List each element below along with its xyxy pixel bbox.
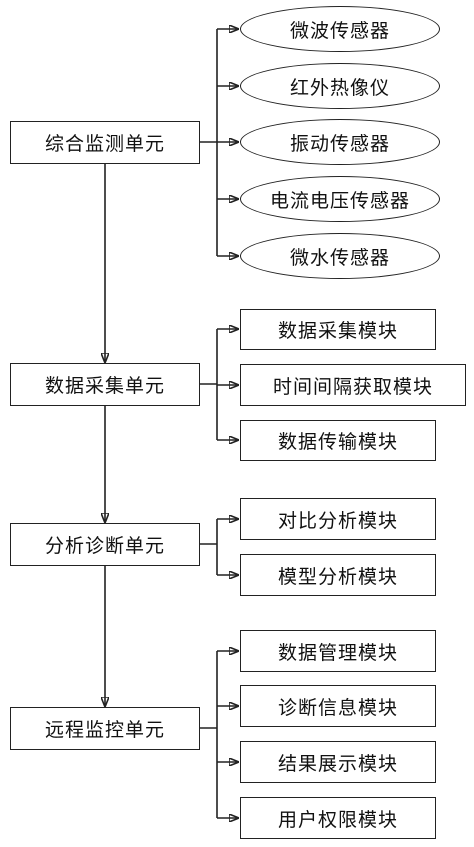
module-result-display: 结果展示模块 <box>240 741 436 783</box>
sensor-micro-water: 微水传感器 <box>240 233 440 279</box>
unit-integrated-monitoring: 综合监测单元 <box>10 121 200 164</box>
sensor-vibration: 振动传感器 <box>240 119 440 165</box>
module-user-permission: 用户权限模块 <box>240 797 436 839</box>
sensor-infrared-imager: 红外热像仪 <box>240 63 440 109</box>
module-comparative-analysis: 对比分析模块 <box>240 498 436 540</box>
module-time-interval: 时间间隔获取模块 <box>240 364 466 406</box>
sensor-microwave: 微波传感器 <box>240 6 440 52</box>
sensor-current-voltage: 电流电压传感器 <box>240 176 440 222</box>
module-data-collection: 数据采集模块 <box>240 309 436 350</box>
unit-remote-monitoring: 远程监控单元 <box>10 707 200 750</box>
unit-data-acquisition: 数据采集单元 <box>10 363 200 406</box>
module-data-transmission: 数据传输模块 <box>240 420 436 461</box>
module-diagnosis-info: 诊断信息模块 <box>240 685 436 727</box>
unit-analysis-diagnosis: 分析诊断单元 <box>10 523 200 566</box>
module-data-management: 数据管理模块 <box>240 630 436 672</box>
module-model-analysis: 模型分析模块 <box>240 554 436 596</box>
